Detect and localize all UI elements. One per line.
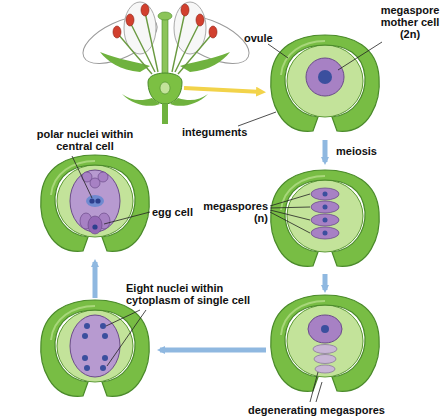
part-label: megaspores (n) — [200, 200, 268, 224]
part-label: polar nuclei within central cell — [20, 128, 150, 152]
zoom-arrow — [184, 88, 262, 92]
ovule-stage-4 — [41, 300, 149, 396]
process-label: meiosis — [336, 145, 396, 157]
part-label: degenerating megaspores — [248, 404, 408, 416]
ovule-stage-5 — [41, 155, 149, 251]
ovule-stage-2 — [271, 170, 379, 266]
ovule-stage-3 — [271, 295, 379, 391]
leader-lines — [72, 42, 382, 402]
flower — [76, 2, 256, 124]
part-label: megaspore mother cell (2n) — [380, 4, 440, 40]
part-label: Eight nuclei within cytoplasm of single … — [126, 282, 276, 306]
part-label: ovule — [244, 32, 284, 44]
part-label: integuments — [182, 126, 262, 138]
part-label: egg cell — [152, 206, 212, 218]
ovule-stage-1 — [271, 35, 379, 131]
